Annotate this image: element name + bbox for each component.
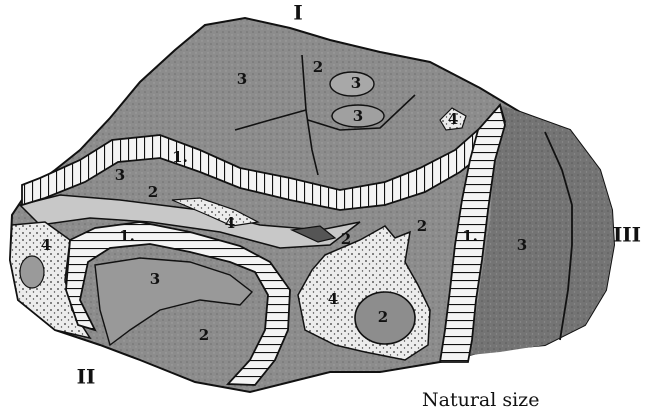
label-4-streak: 4 [225,214,235,232]
label-4-lower-center: 4 [328,290,338,308]
label-4-top-right: 4 [448,110,458,128]
label-2-oval: 2 [378,308,388,326]
label-3-lower-left: 3 [150,270,160,288]
label-2-left-middle: 2 [148,183,158,201]
label-4-left-edge: 4 [41,236,51,254]
label-3-small-upper: 3 [351,74,361,92]
dark-inclusion-left [20,256,44,288]
label-2-right-center: 2 [417,217,427,235]
label-3-band-left: 3 [115,166,125,184]
label-1-band-upper: 1. [172,148,188,166]
label-2-top-center: 2 [313,58,323,76]
side-label-I: I [293,1,302,25]
label-1-band-left: 1. [119,227,135,245]
caption-natural-size: Natural size [422,389,539,411]
label-3-top-left: 3 [237,70,247,88]
label-3-small-lower: 3 [353,107,363,125]
side-label-II: II [77,365,96,389]
label-2-bottom: 2 [199,326,209,344]
label-3-right: 3 [517,236,527,254]
side-label-III: III [613,223,641,247]
label-2-center: 2 [341,230,351,248]
label-1-vertical-band: 1. [462,227,478,245]
